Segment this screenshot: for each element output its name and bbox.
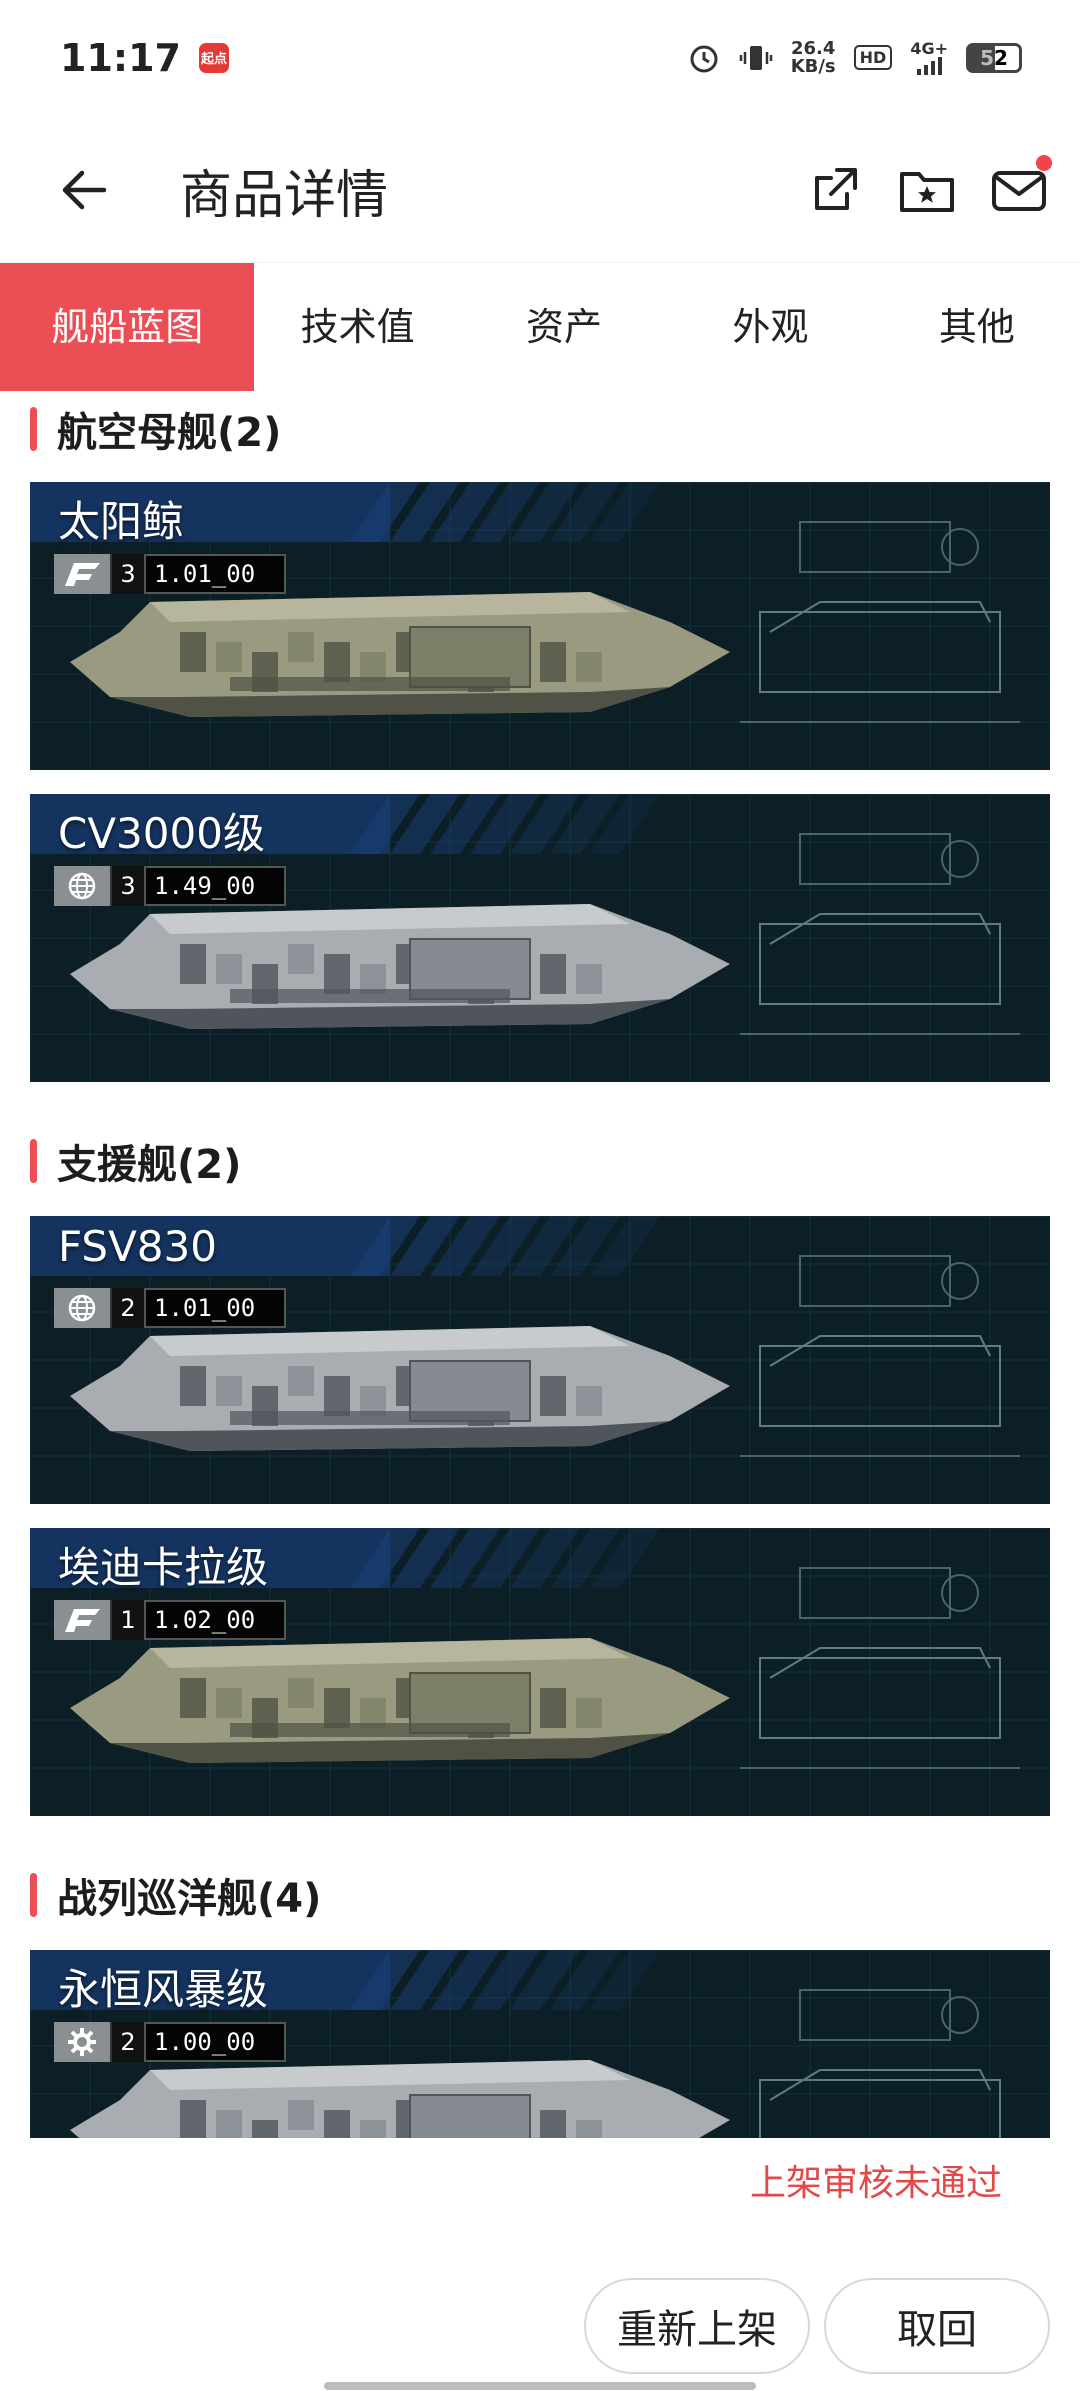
section-title-carriers: 航空母舰(2) — [30, 400, 281, 458]
section-title-text: 航空母舰(2) — [57, 410, 282, 456]
blueprint-count: 2 — [110, 1288, 144, 1328]
clock: 11:17 — [60, 35, 181, 80]
network-type: 4G+ — [910, 38, 948, 58]
page-title: 商品详情 — [180, 165, 389, 226]
app-notification-icon: 起点 — [198, 42, 229, 73]
home-indicator[interactable] — [324, 2382, 756, 2390]
section-accent-bar — [30, 1139, 37, 1183]
network-speed-unit: KB/s — [790, 55, 836, 77]
ship-name: FSV830 — [58, 1222, 217, 1271]
signal-icon: 4G+ — [910, 38, 948, 75]
hd-badge: HD — [853, 45, 893, 70]
section-title-battlecruisers: 战列巡洋舰(4) — [30, 1866, 321, 1924]
tab-assets[interactable]: 资产 — [526, 305, 603, 349]
bottom-action-bar: 上架审核未通过 重新上架 取回 — [0, 2138, 1080, 2400]
back-arrow-icon[interactable] — [54, 160, 114, 220]
blueprint-count: 3 — [110, 866, 144, 906]
ship-name: 太阳鲸 — [58, 497, 185, 546]
ship-blueprint-illustration — [30, 1216, 1050, 1504]
ship-name: 永恒风暴级 — [58, 1965, 269, 2014]
blueprint-version: 1.01_00 — [144, 554, 286, 594]
section-accent-bar — [30, 1873, 37, 1917]
section-title-support: 支援舰(2) — [30, 1132, 241, 1190]
folder-star-icon[interactable] — [896, 159, 958, 221]
globe-emblem-icon — [54, 1288, 110, 1328]
ship-blueprint-illustration — [30, 482, 1050, 770]
ship-blueprint-illustration — [30, 1528, 1050, 1816]
tab-ship-blueprint[interactable]: 舰船蓝图 — [0, 263, 255, 391]
battery-level: 52 — [980, 45, 1008, 70]
status-bar: 11:17 起点 26.4 KB/s HD 4G+ 52 — [0, 0, 1080, 115]
section-title-text: 战列巡洋舰(4) — [57, 1876, 322, 1922]
top-app-bar: 商品详情 — [0, 115, 1080, 265]
ship-name: CV3000级 — [58, 809, 265, 858]
globe-emblem-icon — [54, 866, 110, 906]
battery-icon: 52 — [966, 42, 1022, 73]
faction-emblem-icon — [54, 1600, 110, 1640]
status-left: 11:17 起点 — [60, 36, 229, 80]
blueprint-version: 1.00_00 — [144, 2022, 286, 2062]
status-right: 26.4 KB/s HD 4G+ 52 — [687, 37, 1022, 77]
ship-name: 埃迪卡拉级 — [58, 1543, 269, 1592]
section-title-text: 支援舰(2) — [57, 1142, 242, 1188]
blueprint-count: 2 — [110, 2022, 144, 2062]
alarm-icon — [687, 41, 721, 75]
network-speed: 26.4 KB/s — [790, 37, 836, 77]
relist-button[interactable]: 重新上架 — [584, 2278, 810, 2374]
section-accent-bar — [30, 407, 37, 451]
share-icon[interactable] — [804, 159, 866, 221]
blueprint-version: 1.49_00 — [144, 866, 286, 906]
gear-emblem-icon — [54, 2022, 110, 2062]
tab-others[interactable]: 其他 — [938, 305, 1015, 349]
ship-blueprint-illustration — [30, 794, 1050, 1082]
category-tabs: 舰船蓝图 技术值 资产 外观 其他 — [0, 262, 1080, 391]
withdraw-button[interactable]: 取回 — [824, 2278, 1050, 2374]
vibrate-icon — [739, 41, 773, 75]
blueprint-count: 1 — [110, 1600, 144, 1640]
unread-dot — [1036, 155, 1052, 171]
blueprint-version: 1.01_00 — [144, 1288, 286, 1328]
blueprint-count: 3 — [110, 554, 144, 594]
tab-tech-value[interactable]: 技术值 — [300, 305, 415, 349]
tab-appearance[interactable]: 外观 — [732, 305, 809, 349]
mail-icon[interactable] — [988, 155, 1052, 221]
network-speed-value: 26.4 — [790, 37, 836, 59]
review-status-text: 上架审核未通过 — [749, 2163, 1002, 2204]
blueprint-version: 1.02_00 — [144, 1600, 286, 1640]
header-actions — [804, 155, 1052, 221]
faction-emblem-icon — [54, 554, 110, 594]
